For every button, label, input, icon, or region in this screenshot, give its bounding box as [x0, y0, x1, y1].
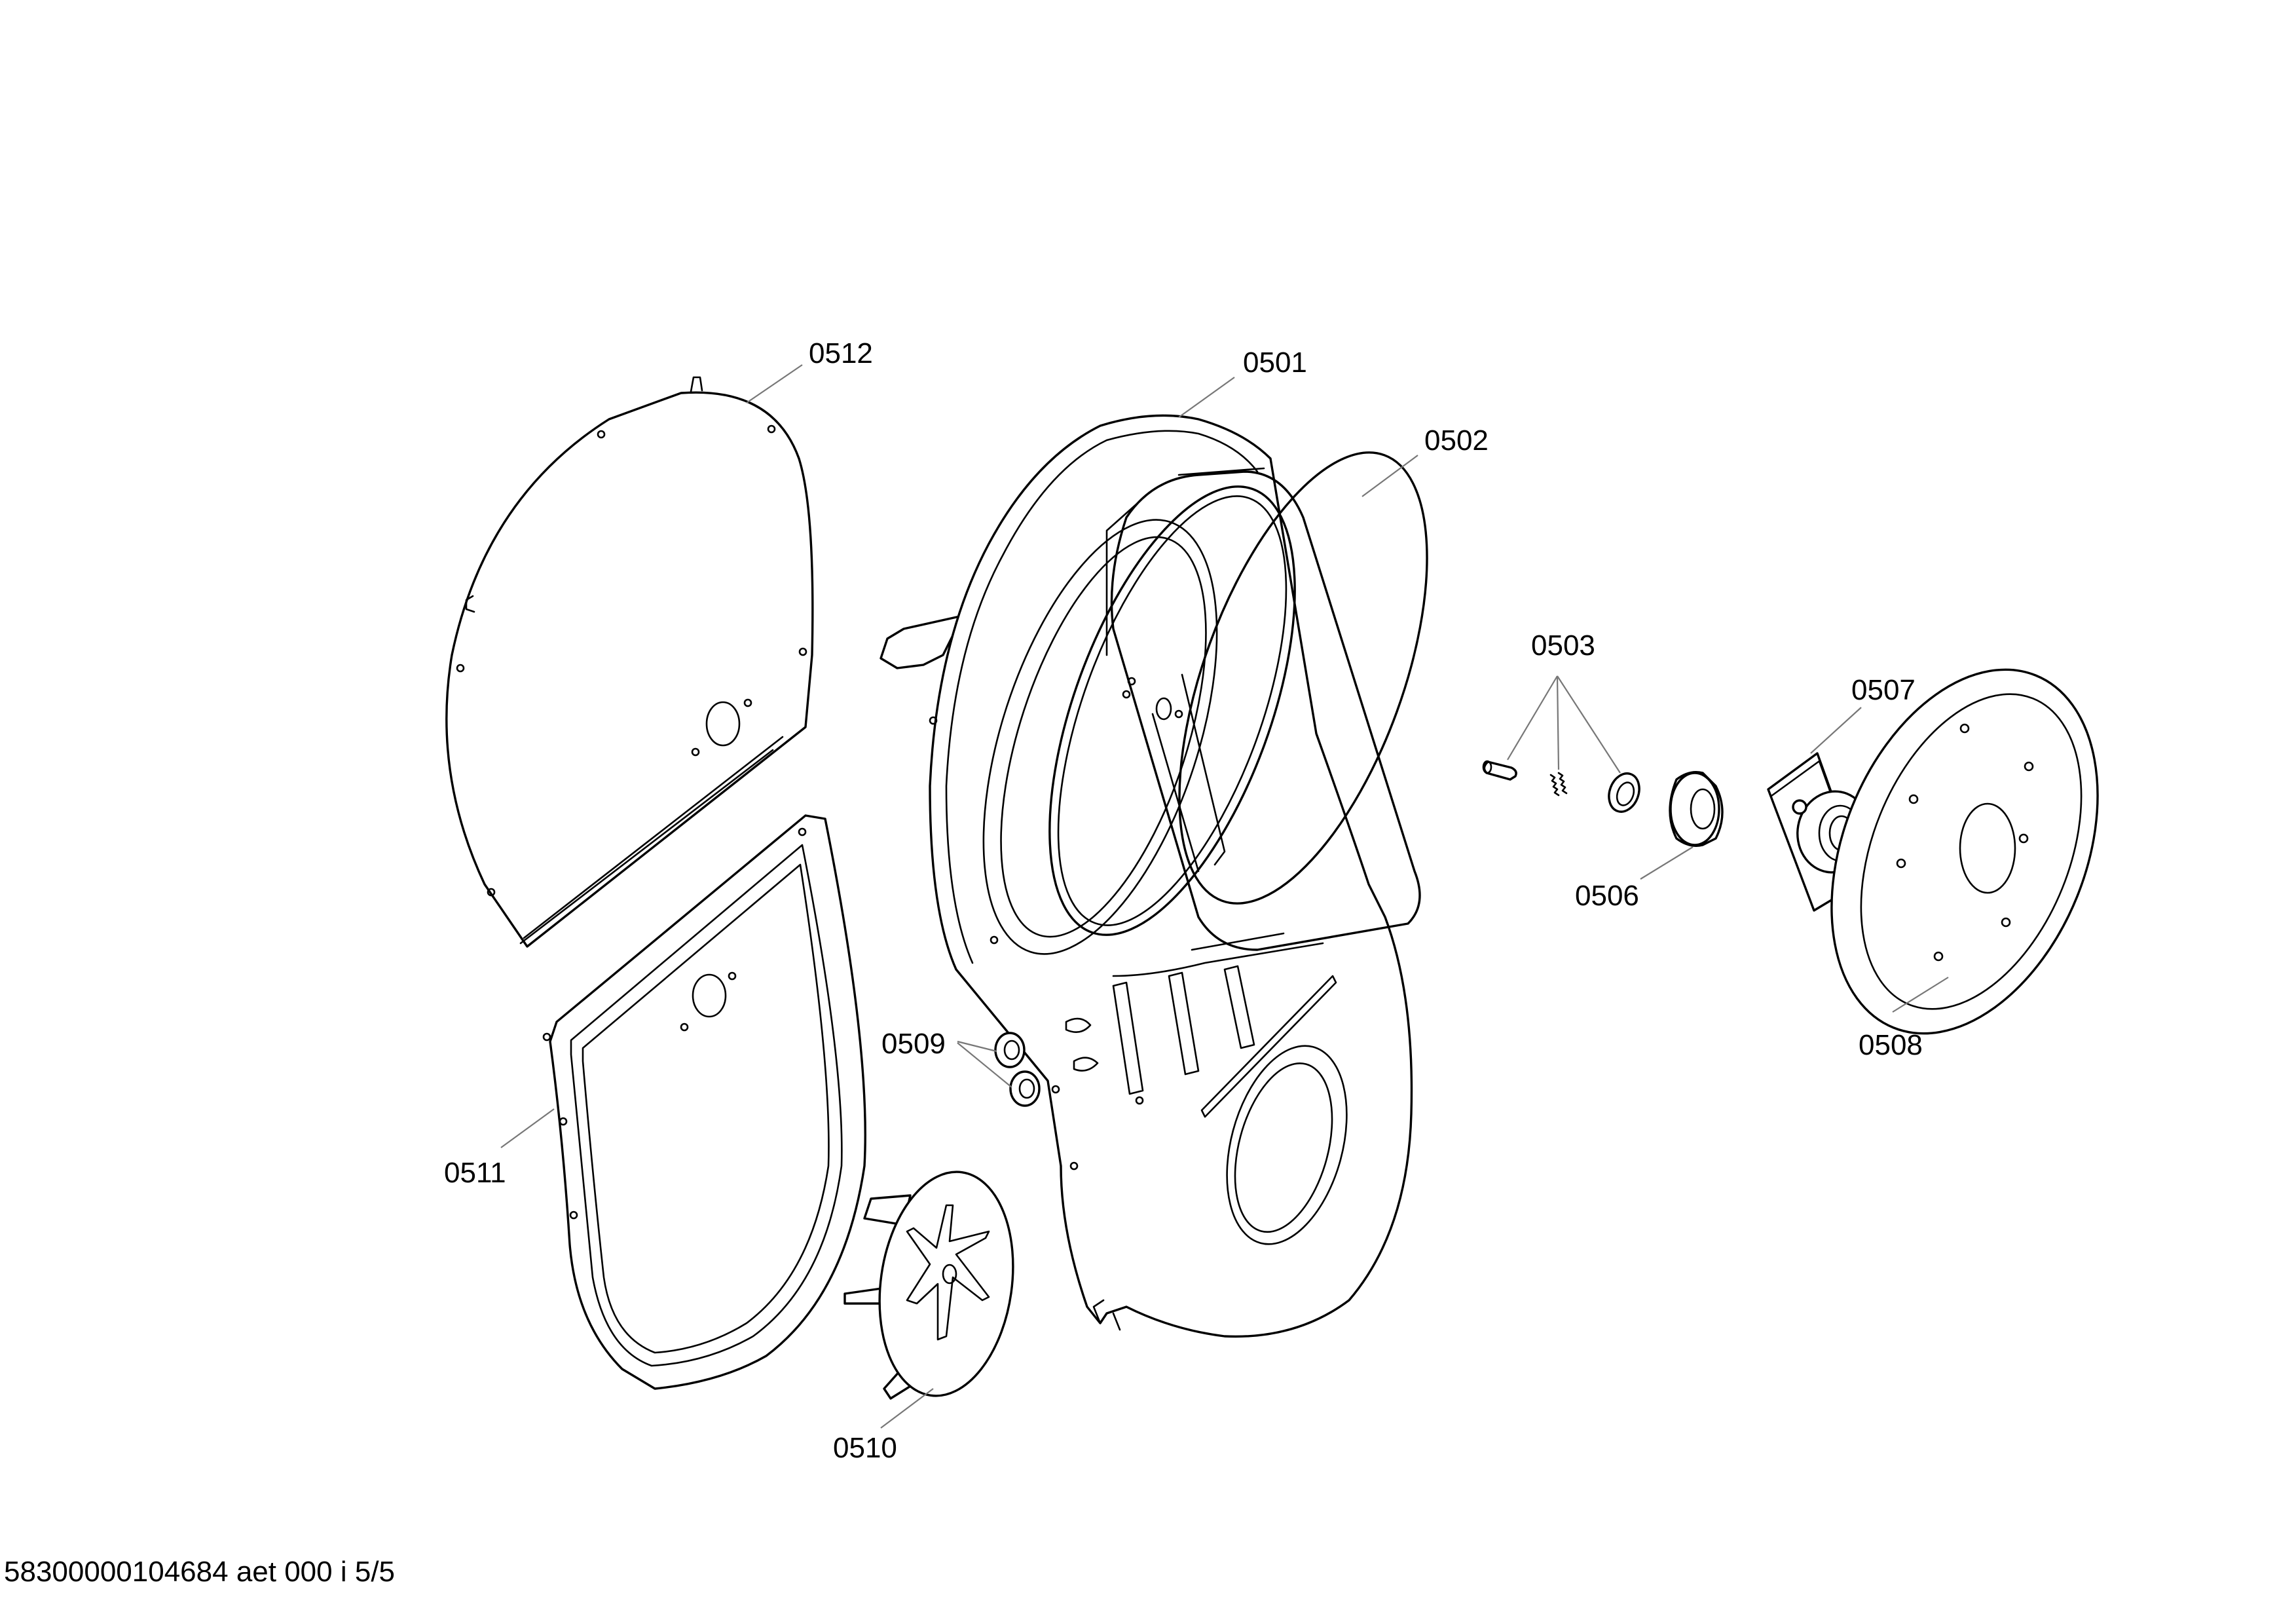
callout-0501: 0501: [1243, 347, 1307, 379]
leader-0509a: [957, 1040, 997, 1053]
part-callouts: 0512 0501 0502 0503 0507 0506 0508 0509 …: [444, 337, 1923, 1464]
part-0510-fan-wheel: [843, 1171, 1014, 1400]
callout-0506: 0506: [1575, 880, 1639, 912]
leader-0511: [500, 1108, 555, 1148]
callout-0510: 0510: [833, 1432, 897, 1464]
leader-0507: [1810, 707, 1862, 754]
part-0508-rear-plate: [1830, 668, 2099, 1035]
leader-0503b: [1556, 675, 1560, 770]
leader-0509b: [957, 1042, 1012, 1088]
callout-0502: 0502: [1424, 424, 1489, 457]
part-0509-grommets: [994, 1032, 1041, 1107]
part-0512-rear-cover: [445, 376, 814, 948]
part-0503-pin-spring-clip: [1482, 760, 1640, 813]
leader-0510: [880, 1388, 934, 1429]
leader-0503c: [1557, 675, 1621, 774]
leader-lines: [500, 364, 1949, 1429]
callout-0512: 0512: [809, 337, 873, 369]
part-0506-bearing: [1669, 771, 1724, 847]
part-0502-drum-ring: [1048, 451, 1428, 951]
callout-0503: 0503: [1531, 629, 1595, 662]
leader-0506: [1640, 846, 1694, 880]
callout-0508: 0508: [1859, 1029, 1923, 1061]
callout-0507: 0507: [1851, 674, 1916, 706]
leader-0503a: [1507, 675, 1558, 760]
leader-0502: [1361, 455, 1418, 497]
callout-0509: 0509: [881, 1028, 946, 1060]
part-0511-seal-frame: [542, 814, 866, 1390]
document-id-footer: 58300000104684 aet 000 i 5/5: [4, 1556, 396, 1588]
leader-0512: [746, 364, 803, 404]
leader-0501: [1178, 377, 1235, 418]
callout-0511: 0511: [444, 1157, 506, 1189]
leader-0508: [1892, 977, 1949, 1013]
